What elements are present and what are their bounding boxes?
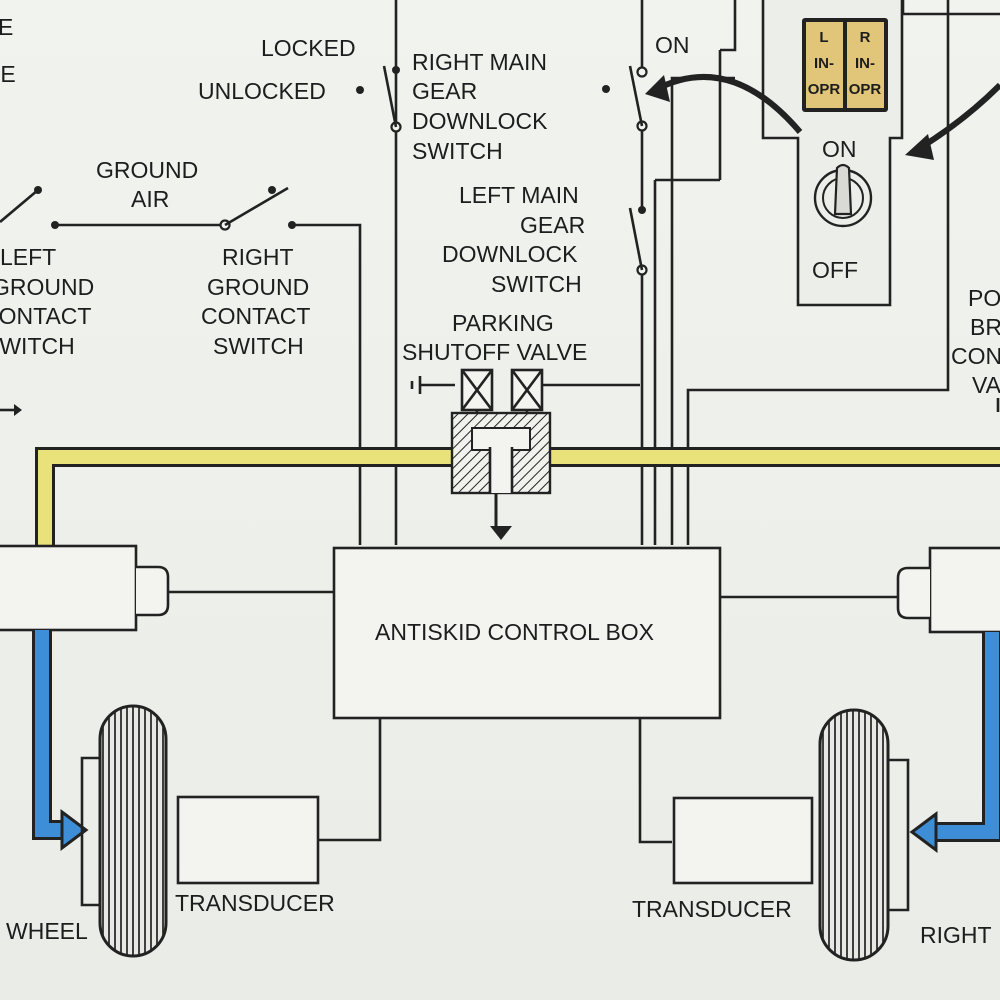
label-ground: GROUND (96, 157, 198, 183)
label-ie: IE (0, 61, 16, 87)
label-wheel-left: WHEEL (6, 918, 88, 944)
label-left-gc-1: LEFT (0, 244, 56, 270)
annunciator-right-r: R (860, 29, 871, 46)
yellow-hydraulic-line (35, 447, 1000, 548)
label-wheel-right: RIGHT (920, 922, 992, 948)
label-locked: LOCKED (261, 35, 356, 61)
label-left-gc-2: GROUND (0, 274, 94, 300)
label-unlocked: UNLOCKED (198, 78, 326, 104)
label-parking-1: PARKING (452, 310, 554, 336)
annunciator-left-opr: OPR (808, 81, 841, 98)
ground-contact-switches (0, 186, 296, 231)
label-switch-off: OFF (812, 257, 858, 283)
blue-hydraulic-lines (32, 630, 1000, 853)
left-wheel (80, 704, 168, 958)
right-brake-valve (896, 546, 1000, 634)
left-brake-valve (0, 544, 170, 632)
label-left-main-2: GEAR (520, 212, 585, 238)
label-right-gc-1: RIGHT (222, 244, 294, 270)
label-e: E (0, 14, 13, 40)
label-left-main-4: SWITCH (491, 271, 582, 297)
label-right-main-2: GEAR (412, 78, 477, 104)
right-transducer (672, 796, 814, 885)
left-transducer (176, 795, 320, 885)
label-transducer-right: TRANSDUCER (632, 896, 792, 922)
antiskid-annunciator: L IN- OPR R IN- OPR (808, 29, 882, 98)
antiskid-switch-panel (761, 0, 1000, 307)
label-left-gc-4: SWITCH (0, 333, 75, 359)
label-right-main-4: SWITCH (412, 138, 503, 164)
label-right-gc-4: SWITCH (213, 333, 304, 359)
annunciator-right-opr: OPR (849, 81, 882, 98)
label-air: AIR (131, 186, 169, 212)
label-pb-4: VA (972, 372, 1000, 398)
label-parking-2: SHUTOFF VALVE (402, 339, 587, 365)
label-switch-on: ON (822, 136, 857, 162)
callout-arrows (645, 73, 1000, 160)
label-right-gc-3: CONTACT (201, 303, 310, 329)
annunciator-right-in: IN- (855, 55, 875, 72)
label-left-gc-3: CONTACT (0, 303, 91, 329)
signal-wires (0, 0, 1000, 844)
label-left-main-1: LEFT MAIN (459, 182, 579, 208)
locked-unlocked-switch (356, 65, 402, 133)
label-pb-1: PO (968, 285, 1000, 311)
label-pb-3: CON (951, 343, 1000, 369)
label-right-gc-2: GROUND (207, 274, 309, 300)
annunciator-left-in: IN- (814, 55, 834, 72)
left-main-gear-switch (628, 206, 648, 276)
label-on-top: ON (655, 32, 690, 58)
label-right-main-1: RIGHT MAIN (412, 49, 547, 75)
label-right-main-3: DOWNLOCK (412, 108, 548, 134)
parking-shutoff-valve (450, 368, 552, 540)
label-left-main-3: DOWNLOCK (442, 241, 578, 267)
right-wheel (818, 708, 910, 962)
label-control-box: ANTISKID CONTROL BOX (375, 619, 654, 645)
label-pb-2: BR (970, 314, 1000, 340)
antiskid-control-box (332, 546, 722, 720)
diagram-labels: E IE LOCKED UNLOCKED RIGHT MAIN GEAR DOW… (0, 14, 1000, 948)
label-transducer-left: TRANSDUCER (175, 890, 335, 916)
right-main-gear-switch (602, 65, 648, 132)
annunciator-left-l: L (819, 29, 828, 46)
